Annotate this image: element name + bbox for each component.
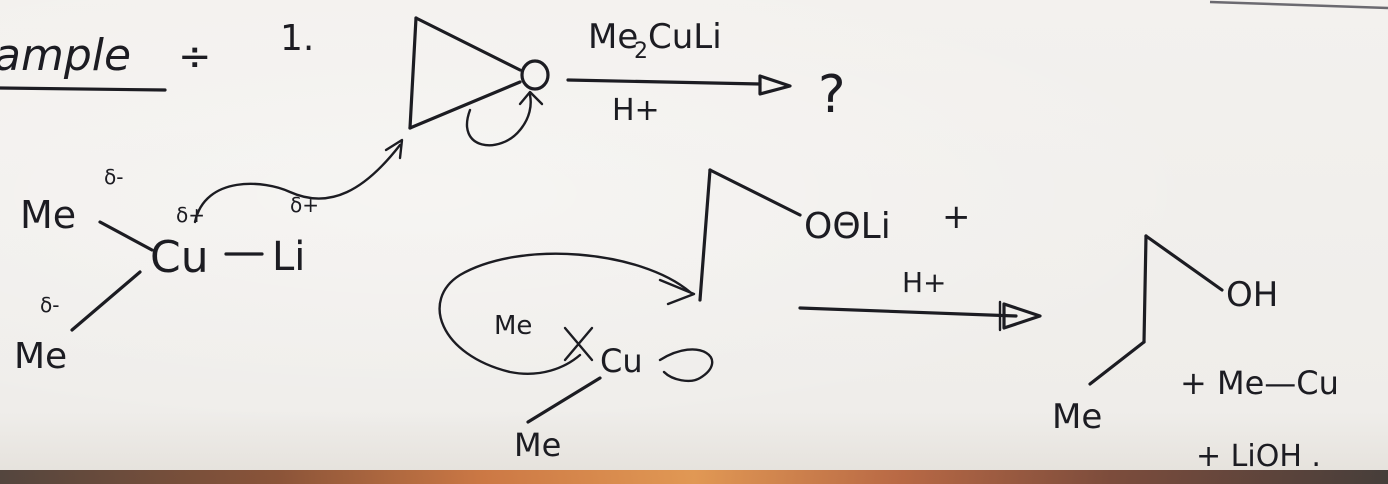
epoxide: O: [0, 0, 550, 147]
photo-edge-strip: [0, 470, 1388, 484]
reagent-me: Me: [588, 17, 638, 57]
cuprate-li: Li: [272, 234, 305, 280]
byproduct-me-cu: + Me—Cu: [1180, 364, 1339, 402]
alkoxide-intermediate: OΘLi + Me Cu Me: [438, 168, 971, 464]
example-number: 1.: [280, 18, 314, 59]
intermediate-me-left: Me: [494, 311, 532, 341]
epoxide-cc-bond: [408, 16, 418, 130]
epoxide-top-bond: [414, 16, 522, 72]
alcohol-backbone-bond: [1142, 234, 1148, 344]
epoxide-oxygen-label: O: [0, 0, 1, 1]
migration-loop-arrow: [438, 252, 692, 375]
arrow-1-shaft: [566, 78, 762, 86]
page-edge-line: [1209, 0, 1388, 10]
reaction-arrow-2: H+: [798, 266, 1042, 332]
step-2-acid: H+: [902, 266, 947, 299]
reagent-culi: CuLi: [648, 17, 722, 57]
cu-me-bottom-bond: [526, 376, 602, 424]
alkoxide-plus: +: [942, 197, 971, 237]
cuprate-me-top: Me: [20, 193, 76, 237]
alkoxide-c-o-bond: [708, 168, 802, 217]
bond-break-arrowhead: [518, 90, 544, 106]
cuprate-me-bottom-charge: δ-: [40, 293, 59, 317]
broken-bond-cross: [563, 326, 594, 362]
title-underline: [0, 86, 167, 92]
reaction-arrow-1: Me 2 CuLi H+ ?: [566, 17, 846, 128]
intermediate-cu: Cu: [600, 342, 643, 380]
arrow-1-head: [758, 74, 792, 96]
example-title: ample: [0, 30, 131, 81]
unknown-product: ?: [818, 65, 846, 125]
nucleophilic-attack-arrowhead: [384, 138, 404, 160]
epoxide-bottom-bond: [408, 80, 522, 130]
alkoxide-label: OΘLi: [804, 206, 891, 247]
intermediate-me-bottom: Me: [514, 426, 561, 464]
cuprate-structure: Me δ- Cu δ+ Li δ+ δ- Me: [14, 138, 404, 377]
me-cu-bond-bottom: [70, 270, 142, 332]
reagent-acid: H+: [612, 93, 660, 128]
final-products: OH Me + Me—Cu + LiOH .: [1052, 234, 1339, 474]
cu-lone-pair-arrow: [658, 348, 714, 383]
migration-loop-arrowhead: [658, 278, 696, 306]
example-header: ample ÷ 1.: [0, 18, 314, 92]
reagent-subscript: 2: [634, 39, 648, 64]
alcohol-methyl-bond: [1088, 340, 1146, 386]
me-cu-bond-top: [98, 220, 154, 252]
cuprate-me-top-charge: δ-: [104, 165, 123, 189]
alcohol-c-o-bond: [1144, 234, 1224, 292]
arrow-2-shaft: [798, 306, 1018, 318]
alcohol-methyl: Me: [1052, 397, 1102, 437]
alkoxide-backbone-bond: [698, 168, 712, 302]
nucleophilic-attack-arrow: [193, 143, 402, 224]
cuprate-cu: Cu: [150, 232, 209, 283]
epoxide-oxygen-ring: [520, 59, 550, 91]
arrow-2-head: [1002, 302, 1042, 330]
separator-symbol: ÷: [178, 34, 212, 80]
alcohol-oh: OH: [1226, 275, 1278, 315]
byproduct-lioh: + LiOH .: [1196, 439, 1321, 474]
cuprate-me-bottom: Me: [14, 336, 67, 377]
bond-break-curved-arrow: [466, 93, 532, 147]
